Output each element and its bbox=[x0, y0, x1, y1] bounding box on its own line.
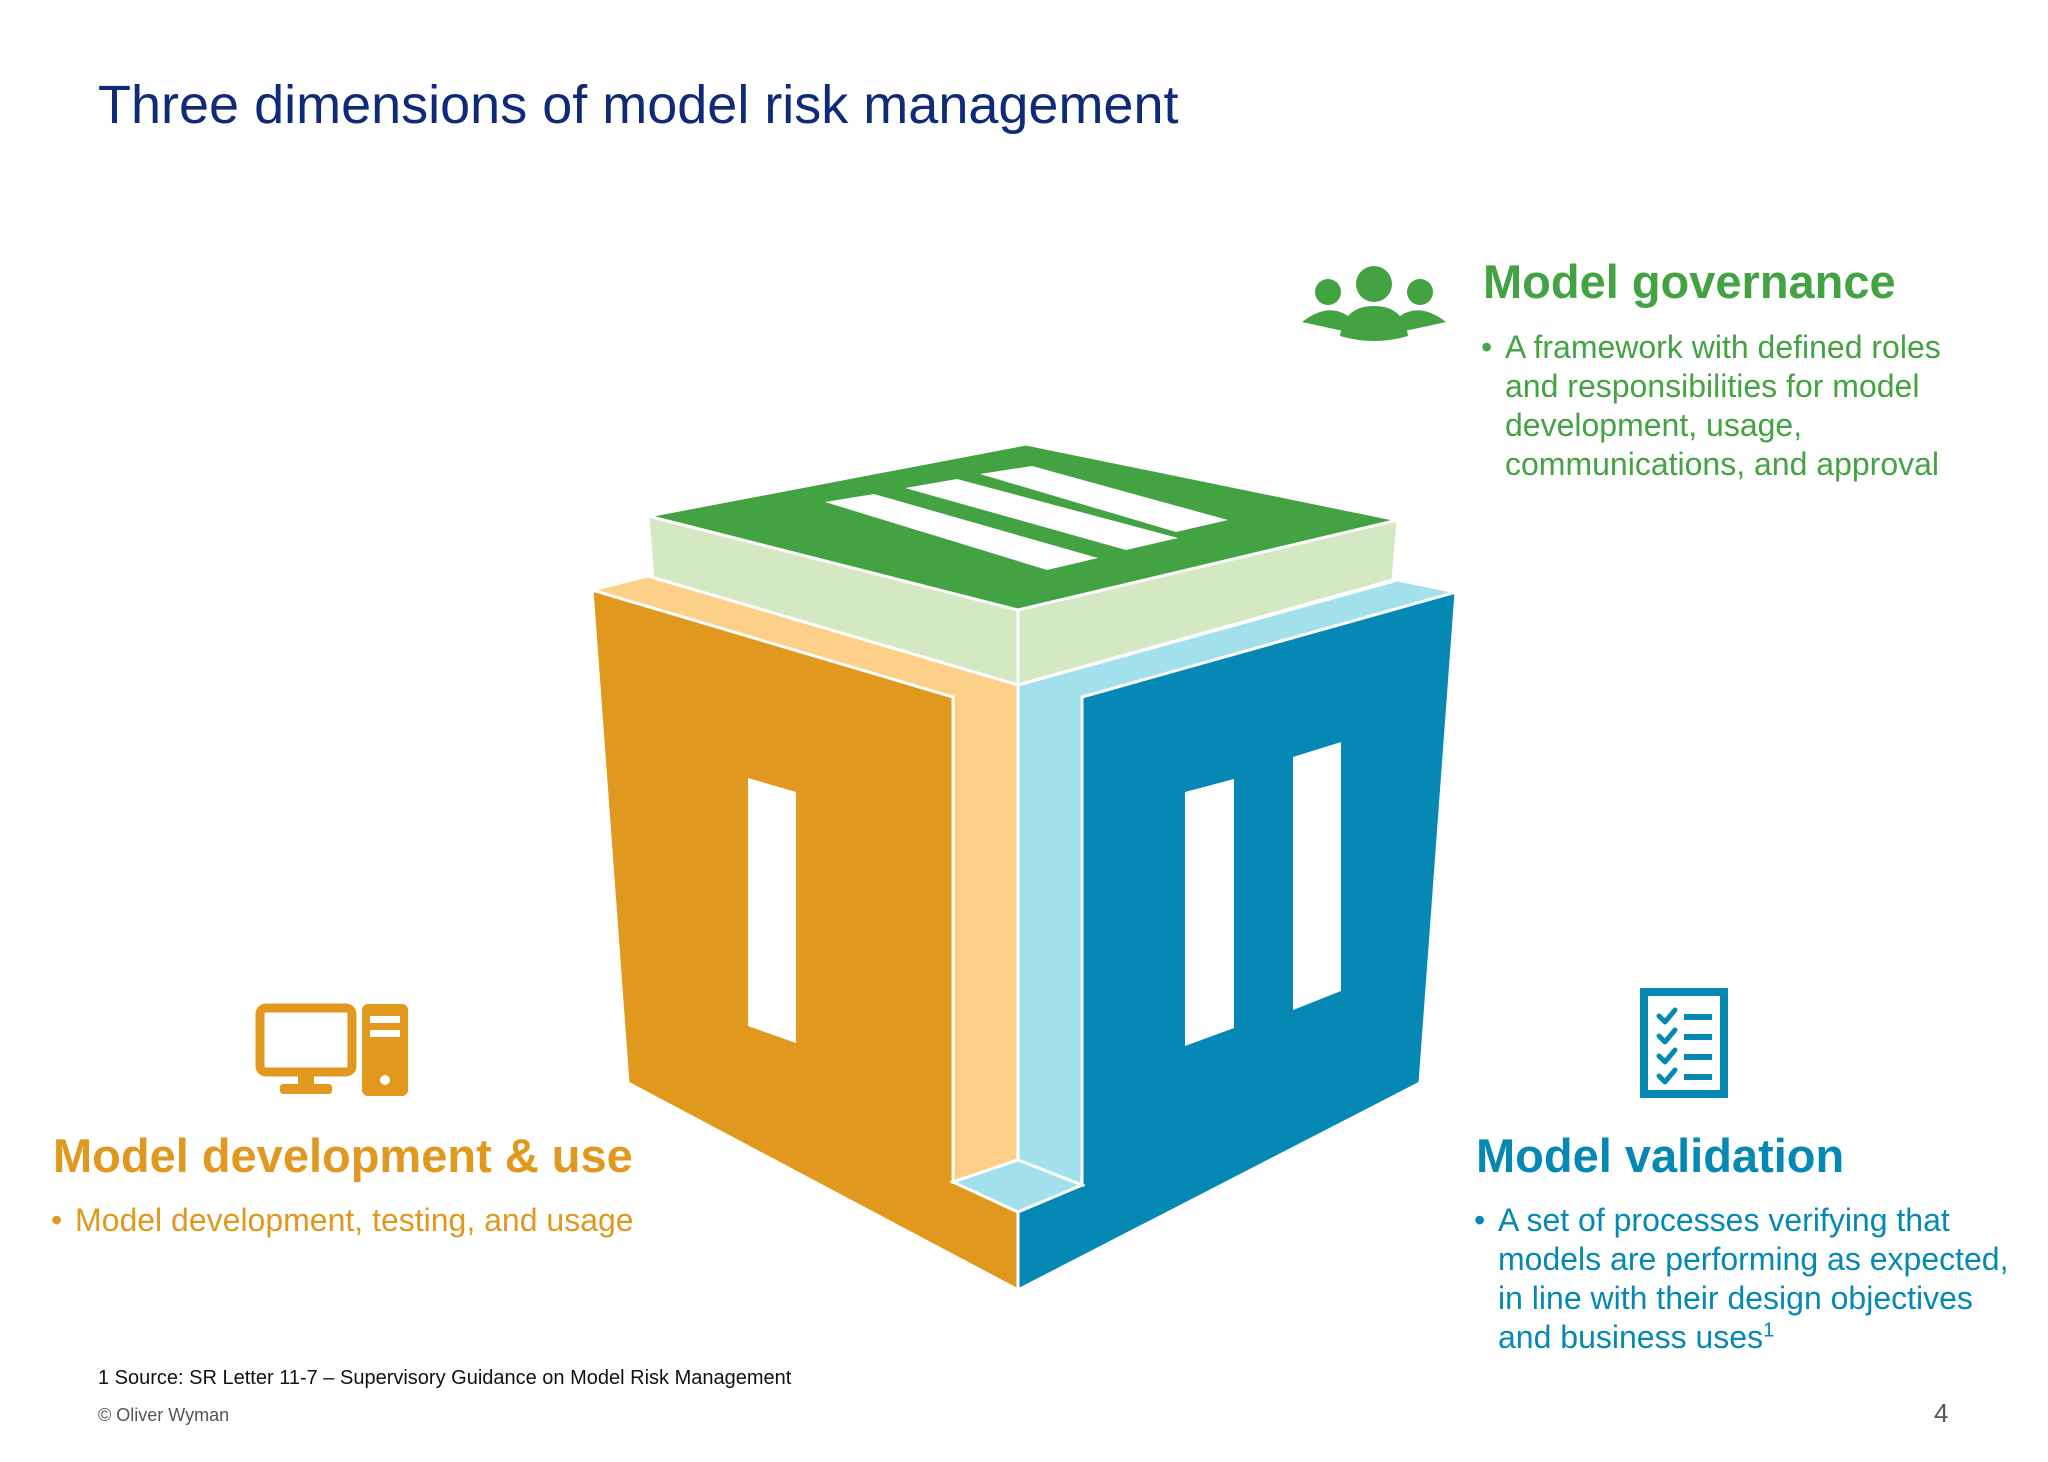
copyright: © Oliver Wyman bbox=[98, 1405, 230, 1425]
bullet-marker: • bbox=[51, 1202, 63, 1238]
computer-icon bbox=[255, 1003, 408, 1096]
validation-bullet-body: A set of processes verifying that models… bbox=[1498, 1202, 2009, 1355]
cube-top-face bbox=[647, 442, 1399, 612]
validation-heading: Model validation bbox=[1476, 1129, 1845, 1182]
development-heading: Model development & use bbox=[53, 1129, 633, 1182]
page-number: 4 bbox=[1934, 1398, 1949, 1428]
page-title: Three dimensions of model risk managemen… bbox=[98, 75, 1179, 135]
numeral-iii-bar-1 bbox=[825, 494, 1098, 570]
numeral-iii-bar-3 bbox=[980, 466, 1228, 532]
numeral-ii-bar-2 bbox=[1293, 742, 1341, 1010]
governance-bullet: • A framework with defined roles and res… bbox=[1481, 328, 2001, 484]
numeral-i-bar bbox=[748, 778, 796, 1043]
checklist-icon bbox=[1640, 988, 1728, 1098]
footnote-marker: 1 bbox=[1763, 1319, 1775, 1342]
validation-bullet: • A set of processes verifying that mode… bbox=[1474, 1201, 2014, 1357]
cube-bottom-notch bbox=[948, 1158, 1086, 1214]
footnote: 1 Source: SR Letter 11-7 – Supervisory G… bbox=[98, 1367, 792, 1389]
bullet-marker: • bbox=[1481, 329, 1493, 365]
numeral-ii-bar-1 bbox=[1185, 779, 1234, 1046]
numeral-iii-bar-2 bbox=[905, 479, 1178, 550]
development-bullet-text: Model development, testing, and usage bbox=[75, 1202, 634, 1238]
validation-bullet-text: A set of processes verifying that models… bbox=[1498, 1201, 2014, 1357]
governance-bullet-text: A framework with defined roles and respo… bbox=[1505, 329, 1941, 482]
governance-heading: Model governance bbox=[1483, 255, 1896, 308]
development-bullet: • Model development, testing, and usage bbox=[51, 1201, 691, 1240]
people-group-icon bbox=[1302, 266, 1446, 341]
bullet-marker: • bbox=[1474, 1202, 1486, 1238]
